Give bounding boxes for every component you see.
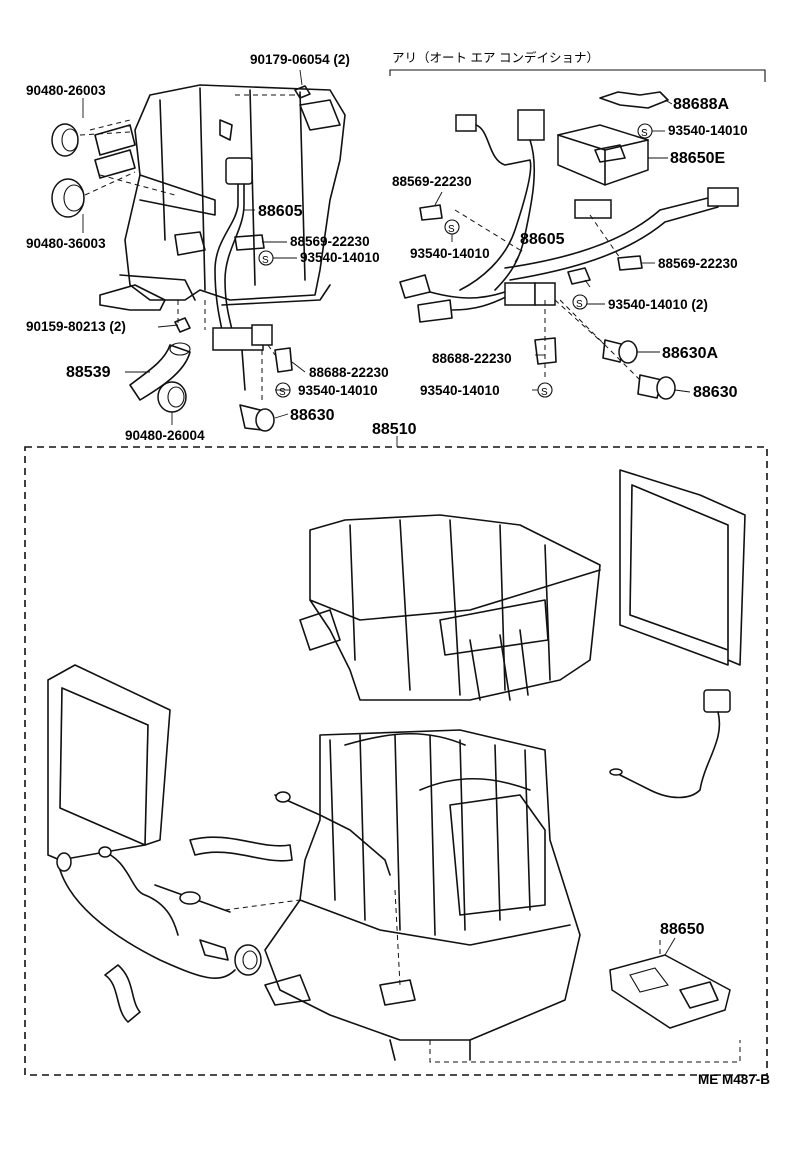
svg-text:S: S: [641, 128, 648, 139]
clamp-88569-r1-icon: [419, 204, 443, 221]
clamp-88569-r2-icon: [617, 255, 643, 271]
label-88605-left: 88605: [258, 203, 303, 220]
heater-case-drawing: [299, 514, 601, 701]
screw-93540-r1-icon: S: [637, 123, 653, 139]
bracket-88688-right-icon: [534, 337, 557, 365]
sensor-88630-right-icon: [637, 374, 676, 400]
connector-grommet-icon: [199, 939, 262, 976]
label-88569-22230-r1: 88569-22230: [392, 174, 472, 189]
bracket-88688-left-icon: [274, 347, 293, 373]
label-88630-left: 88630: [290, 407, 335, 424]
label-93540-14010-r1: 93540-14010: [668, 123, 748, 138]
svg-text:S: S: [448, 224, 455, 235]
clamp-88569-r3-icon: [567, 267, 591, 285]
amplifier-88650-icon: [609, 954, 731, 1029]
thermistor-left-icon: [56, 852, 236, 979]
grommet-90480-36003-icon: [51, 178, 85, 218]
label-93540-14010-r4: 93540-14010: [420, 383, 500, 398]
svg-text:S: S: [541, 387, 548, 398]
bracket-88688A-icon: [599, 91, 669, 109]
screw-93540-r4-icon: S: [537, 382, 553, 398]
label-88539: 88539: [66, 364, 111, 381]
screw-93540-r3-icon: S: [572, 294, 588, 310]
label-90159-80213: 90159-80213 (2): [26, 319, 126, 334]
bolt-90159-icon: [174, 317, 191, 333]
sensor-88630A-icon: [602, 339, 638, 364]
wire-harness-88605-left: [212, 157, 331, 391]
label-88688-22230-left: 88688-22230: [309, 365, 389, 380]
evaporator-frame-icon: [47, 664, 171, 861]
control-unit-88650E-icon: [557, 124, 649, 186]
label-88630A: 88630A: [662, 345, 718, 362]
grommet-90480-26004-icon: [157, 381, 187, 413]
wire-harness-88605-right: [399, 109, 739, 323]
pipe-fitting-icon: [274, 791, 391, 876]
auto-ac-header: アリ（オート エア コンデイショナ）: [392, 50, 599, 65]
grommet-90480-26003-icon: [51, 123, 79, 157]
svg-text:S: S: [576, 299, 583, 310]
label-88569-22230-r2: 88569-22230: [658, 256, 738, 271]
screw-93540-left-icon: S: [258, 250, 274, 266]
label-88630-right: 88630: [693, 384, 738, 401]
label-90179-06054: 90179-06054 (2): [250, 52, 350, 67]
hose-88539-icon: [129, 342, 191, 401]
drain-hose-icon: [189, 836, 293, 862]
label-93540-14010-left: 93540-14010: [300, 250, 380, 265]
label-88510: 88510: [372, 421, 417, 438]
screw-93540-left2-icon: S: [275, 382, 291, 398]
label-88688-22230-right: 88688-22230: [432, 351, 512, 366]
svg-text:S: S: [262, 255, 269, 266]
heater-core-frame-icon: [619, 469, 746, 666]
screw-93540-r2-icon: S: [444, 219, 460, 235]
auto-ac-bracket: [389, 69, 766, 82]
label-88688A: 88688A: [673, 96, 729, 113]
label-88650E: 88650E: [670, 150, 725, 167]
unit-88510-boundary: [24, 446, 768, 1076]
label-93540-14010-r2: 93540-14010: [410, 246, 490, 261]
blower-case-drawing: [89, 84, 346, 330]
sensor-wire-right-icon: [609, 689, 731, 799]
diagram-code: ME M487-B: [698, 1072, 770, 1087]
label-93540-14010-r3: 93540-14010 (2): [608, 297, 708, 312]
label-88650: 88650: [660, 921, 705, 938]
label-88605-right: 88605: [520, 231, 565, 248]
small-drain-hose-icon: [104, 964, 141, 1023]
label-93540-14010-left2: 93540-14010: [298, 383, 378, 398]
sensor-88630-left-icon: [239, 404, 275, 432]
evaporator-case-drawing: [264, 729, 581, 1061]
label-90480-26004: 90480-26004: [125, 428, 205, 443]
bolt-90179-icon: [294, 85, 311, 99]
label-90480-36003: 90480-36003: [26, 236, 106, 251]
label-90480-26003: 90480-26003: [26, 83, 106, 98]
clamp-88569-left-icon: [234, 234, 265, 251]
sensor-probe-icon: [98, 846, 231, 936]
svg-text:S: S: [279, 387, 286, 398]
label-88569-22230-left: 88569-22230: [290, 234, 370, 249]
